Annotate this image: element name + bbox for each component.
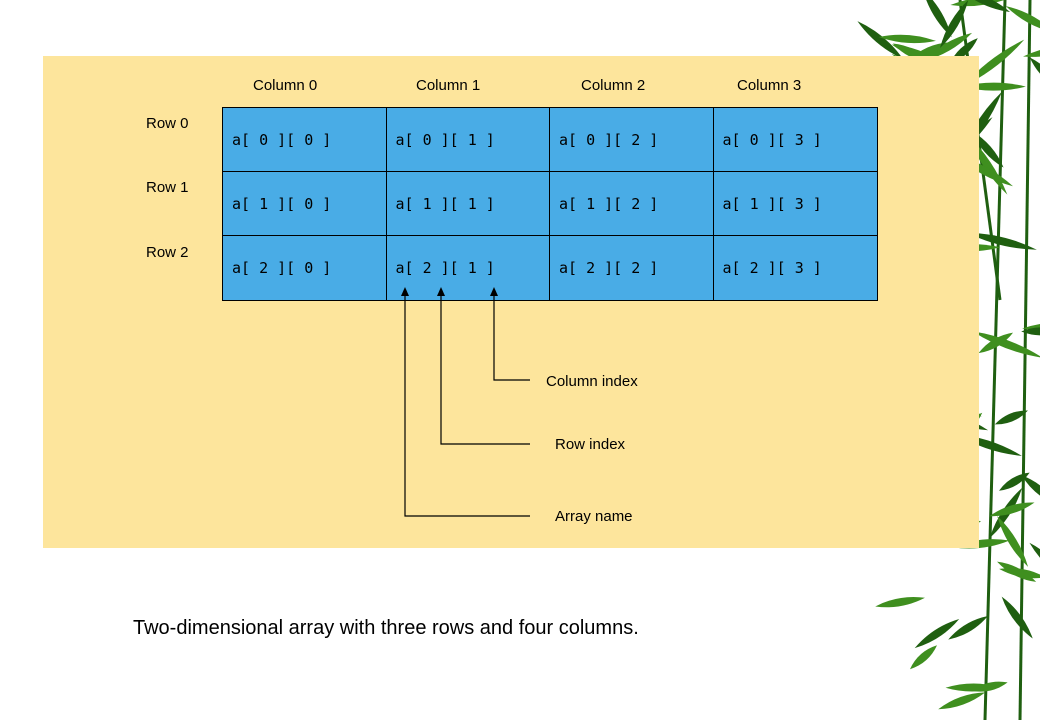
row-index-label: Row index	[555, 436, 626, 453]
array-name-label: Array name	[555, 508, 633, 525]
array-cell: a[ 1 ][ 3 ]	[713, 172, 877, 236]
row-header-1: Row 1	[146, 179, 189, 196]
array-cell: a[ 1 ][ 0 ]	[223, 172, 387, 236]
row-header-0: Row 0	[146, 115, 189, 132]
column-header-1: Column 1	[416, 77, 481, 94]
array-cell: a[ 0 ][ 0 ]	[223, 108, 387, 172]
array-cell: a[ 0 ][ 3 ]	[713, 108, 877, 172]
array-cell: a[ 2 ][ 1 ]	[386, 236, 550, 300]
array-cell: a[ 2 ][ 2 ]	[550, 236, 714, 300]
array-cell: a[ 2 ][ 0 ]	[223, 236, 387, 300]
array-grid: a[ 0 ][ 0 ] a[ 0 ][ 1 ] a[ 0 ][ 2 ] a[ 0…	[222, 107, 878, 301]
column-header-2: Column 2	[581, 77, 646, 94]
figure-caption: Two-dimensional array with three rows an…	[133, 617, 639, 639]
array-cell: a[ 1 ][ 1 ]	[386, 172, 550, 236]
array-cell: a[ 0 ][ 2 ]	[550, 108, 714, 172]
array-cell: a[ 1 ][ 2 ]	[550, 172, 714, 236]
array-cell: a[ 2 ][ 3 ]	[713, 236, 877, 300]
column-index-label: Column index	[546, 373, 638, 390]
row-header-2: Row 2	[146, 244, 189, 261]
array-cell: a[ 0 ][ 1 ]	[386, 108, 550, 172]
column-header-3: Column 3	[737, 77, 802, 94]
column-header-0: Column 0	[253, 77, 318, 94]
